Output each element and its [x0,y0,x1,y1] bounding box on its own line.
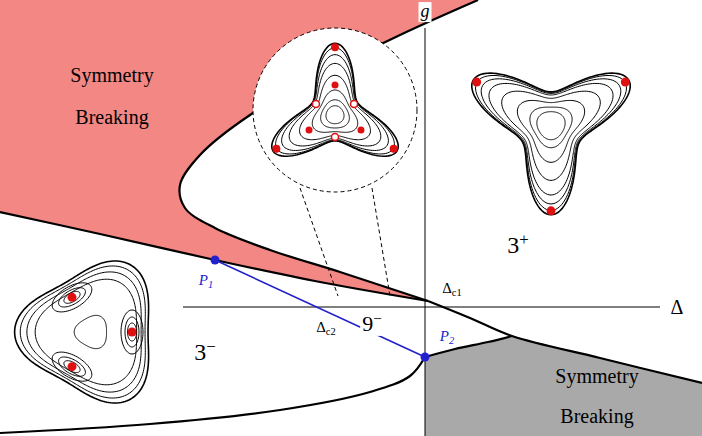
fixed-point [472,78,481,87]
delta-axis [183,307,660,308]
label-main: P [440,328,449,344]
critical-point-label: Δc2 [314,319,338,336]
axis-label: g [419,2,432,22]
fixed-point [621,78,630,87]
phase-boundary [0,212,428,301]
phase-boundary [0,357,425,433]
fixed-point [68,293,77,302]
contour-line [59,357,86,376]
label-index: − [206,337,215,356]
contour-line [481,79,621,204]
contour-line [476,75,627,210]
contour-line [312,90,357,132]
label-main: P [199,272,208,288]
contour-line [20,266,145,398]
contour-line [472,73,630,215]
contour-line [125,317,139,347]
label-index: 2 [449,335,454,346]
red-region [0,0,478,301]
label-main: Δ [442,280,452,296]
contour-line [64,361,80,373]
contour-line [530,107,572,148]
point-dot [421,353,430,362]
contour-line [27,272,141,392]
contour-line [15,261,149,403]
fixed-point [312,101,319,108]
axis-label: Δ [669,296,686,318]
label-main: 9 [362,311,373,336]
contour-line [489,83,613,195]
phase-label: 9− [360,312,384,336]
zoom-line [300,188,338,296]
label-main: 3 [194,339,206,365]
g-axis [425,28,426,436]
contour-line [289,63,381,146]
phase-boundary [180,0,478,301]
contour-line [321,100,350,128]
point-label: P1 [197,272,215,289]
contour-line [326,106,344,124]
label-index: + [519,230,528,249]
fixed-point [332,82,339,89]
phase-label: 3+ [505,232,530,258]
point-label: P2 [438,328,456,345]
phase-label: 3− [192,339,217,365]
gray-region [425,336,702,436]
label-main: Δ [316,319,326,335]
contour-line [272,43,398,156]
region-label: Symmetry Breaking [530,356,664,436]
fixed-point [351,101,358,108]
contour-line [64,291,80,303]
zoom-circle [253,28,417,192]
label-index: 1 [208,279,213,290]
contour-line [128,323,137,341]
label-index: c1 [452,287,462,298]
contour-line [52,283,92,312]
contour-line [74,315,106,348]
fixed-point [390,145,398,153]
label-main: 3 [507,232,519,258]
label-index: − [373,310,382,327]
fixed-point [357,127,364,134]
contour-line [59,288,86,307]
contour-line [52,352,92,381]
point-dot [211,256,220,265]
contour-line [121,310,143,354]
contour-line [276,48,395,154]
region-label: Symmetry Breaking [45,54,179,138]
fixed-point [272,145,280,153]
fixed-point [331,43,339,51]
fixed-point [306,127,313,134]
fixed-point [128,328,137,337]
tie-line [215,260,425,357]
fixed-point [547,206,556,215]
fixed-point [332,134,339,141]
label-index: c2 [326,326,336,337]
contour-line [282,55,389,151]
contour-line [537,112,565,140]
critical-point-label: Δc1 [440,280,464,297]
zoom-line [372,188,390,296]
fixed-point [68,362,77,371]
